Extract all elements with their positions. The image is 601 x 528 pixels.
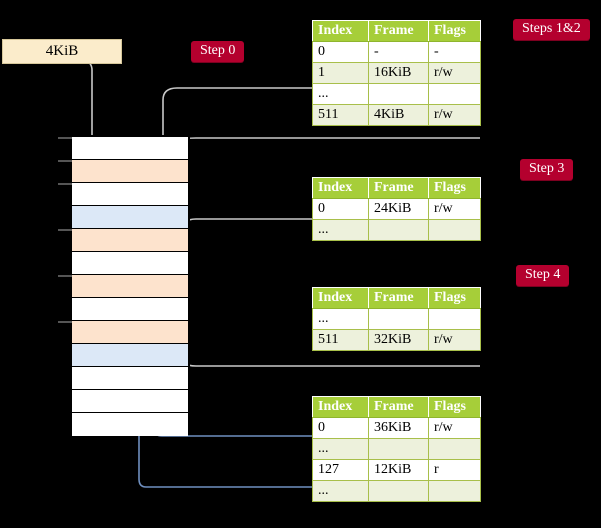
frame-tick-mark [58,137,72,139]
memory-frame-row[interactable] [58,160,188,183]
column-header-flags: Flags [428,177,481,199]
physical-memory-column [58,135,190,436]
column-header-index: Index [312,287,369,309]
memory-frame-row[interactable] [72,367,188,390]
cell-flags [428,219,481,241]
memory-frame-row[interactable] [58,321,188,344]
column-header-flags: Flags [428,396,481,418]
cell-frame: 24KiB [368,198,429,220]
cell-frame: - [368,41,429,63]
cell-index: ... [312,480,369,502]
cell-index: 511 [312,329,369,351]
cell-flags [428,480,481,502]
cell-frame: 36KiB [368,417,429,439]
cell-flags: r/w [428,104,481,126]
cell-index: 0 [312,41,369,63]
column-header-frame: Frame [368,177,429,199]
frame-tick-mark [58,160,72,162]
cell-flags: r/w [428,329,481,351]
cell-flags [428,83,481,105]
memory-frame-row[interactable] [72,390,188,413]
badge-step-0: Step 0 [191,41,245,62]
cell-frame: 12KiB [368,459,429,481]
cell-index: ... [312,83,369,105]
table-row[interactable]: ... [312,308,481,330]
cell-frame: 32KiB [368,329,429,351]
memory-frame-row[interactable] [58,137,188,160]
memory-frame-row[interactable] [72,252,188,275]
column-header-frame: Frame [368,396,429,418]
cell-index: 0 [312,417,369,439]
cell-index: ... [312,438,369,460]
cell-frame: 4KiB [368,104,429,126]
memory-frame-row[interactable] [72,298,188,321]
cell-frame [368,219,429,241]
column-header-flags: Flags [428,287,481,309]
column-header-index: Index [312,20,369,42]
memory-frame-row[interactable] [72,413,188,436]
column-header-flags: Flags [428,20,481,42]
memory-frame-row[interactable] [58,275,188,298]
frame-tick-mark [58,275,72,277]
cell-flags: - [428,41,481,63]
column-header-frame: Frame [368,287,429,309]
cell-index: ... [312,308,369,330]
memory-frame-row[interactable] [58,229,188,252]
badge-step-3: Step 3 [520,159,574,180]
cell-frame [368,83,429,105]
column-header-index: Index [312,396,369,418]
table-row[interactable]: ... [312,219,481,241]
table-row[interactable]: ... [312,480,481,502]
badge-step-4: Step 4 [516,265,570,286]
source-frame-label: 4KiB [45,43,79,59]
cell-flags: r/w [428,198,481,220]
cell-frame: 16KiB [368,62,429,84]
cell-frame [368,480,429,502]
cell-index: ... [312,219,369,241]
table-row[interactable]: 0-- [312,41,481,63]
cell-index: 127 [312,459,369,481]
frame-tick-mark [58,321,72,323]
cell-index: 511 [312,104,369,126]
cell-flags [428,438,481,460]
cell-frame [368,438,429,460]
cell-index: 1 [312,62,369,84]
memory-frame-row[interactable] [72,344,188,367]
cell-index: 0 [312,198,369,220]
source-frame-box: 4KiB [2,39,122,64]
cell-flags: r [428,459,481,481]
table-row[interactable]: ... [312,438,481,460]
cell-flags: r/w [428,417,481,439]
cell-flags: r/w [428,62,481,84]
memory-frame-row[interactable] [72,206,188,229]
table-row[interactable]: ... [312,83,481,105]
column-header-index: Index [312,177,369,199]
cell-frame [368,308,429,330]
frame-tick-mark [58,183,72,185]
frame-tick-mark [58,229,72,231]
column-header-frame: Frame [368,20,429,42]
cell-flags [428,308,481,330]
badge-steps-1-2: Steps 1&2 [513,19,590,40]
memory-frame-row[interactable] [58,183,188,206]
